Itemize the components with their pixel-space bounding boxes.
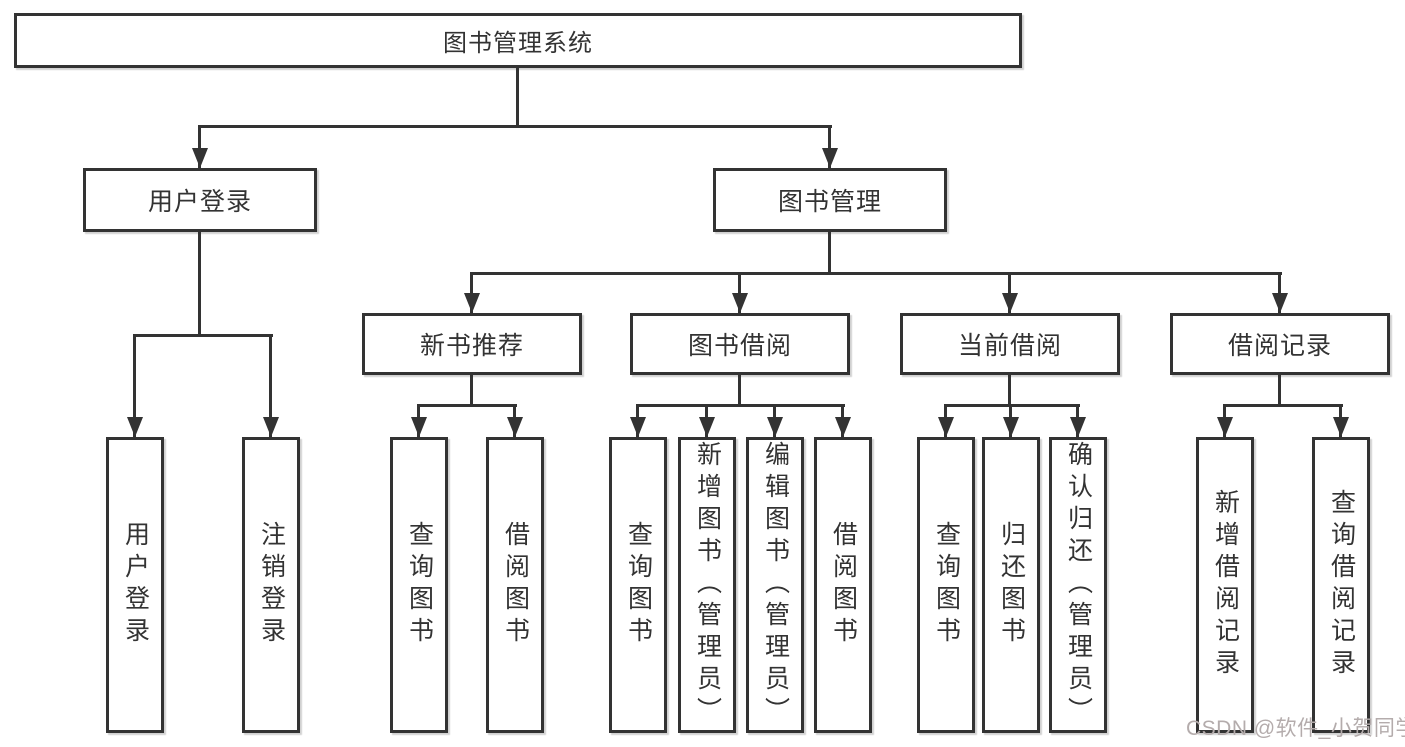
node-query-books: 查询图书 [609, 437, 667, 733]
leaf-label: 查询图书 [624, 521, 653, 649]
node-borrow-books: 借阅图书 [486, 437, 544, 733]
connector-line [1278, 375, 1281, 404]
arrow-down-icon [773, 404, 776, 437]
leaf-label: 注销登录 [257, 521, 286, 649]
leaf-label: 查询借阅记录 [1327, 489, 1356, 681]
arrow-down-icon [513, 404, 516, 437]
leaf-label: 查询图书 [405, 521, 434, 649]
node-query-books: 查询图书 [390, 437, 448, 733]
node-add-borrow-record: 新增借阅记录 [1196, 437, 1254, 733]
node-user-login-leaf: 用户登录 [106, 437, 164, 733]
node-query-books: 查询图书 [917, 437, 975, 733]
arrow-down-icon [417, 404, 420, 437]
connector-line [516, 68, 519, 127]
arrow-down-icon [1008, 272, 1011, 313]
node-query-borrow-record: 查询借阅记录 [1312, 437, 1370, 733]
arrow-down-icon [944, 404, 947, 437]
connector-line [198, 232, 201, 334]
node-logout-leaf: 注销登录 [242, 437, 300, 733]
leaf-label: 确认归还（管理员） [1064, 441, 1093, 729]
node-current-borrow: 当前借阅 [900, 313, 1120, 375]
leaf-label: 新增图书（管理员） [693, 441, 722, 729]
connector-line [636, 404, 845, 407]
leaf-label: 新增借阅记录 [1211, 489, 1240, 681]
node-edit-books-admin: 编辑图书（管理员） [746, 437, 804, 733]
arrow-down-icon [470, 272, 473, 313]
arrow-down-icon [1076, 404, 1079, 437]
connector-line [470, 375, 473, 404]
leaf-label: 归还图书 [997, 521, 1026, 649]
node-borrow-books: 借阅图书 [814, 437, 872, 733]
connector-line [1008, 375, 1011, 404]
node-book-borrow: 图书借阅 [630, 313, 850, 375]
arrow-down-icon [269, 334, 272, 437]
arrow-down-icon [198, 125, 201, 168]
node-borrow-records: 借阅记录 [1170, 313, 1390, 375]
connector-line [470, 272, 1282, 275]
connector-line [1223, 404, 1343, 407]
arrow-down-icon [1278, 272, 1281, 313]
leaf-label: 借阅图书 [501, 521, 530, 649]
connector-line [738, 375, 741, 404]
leaf-label: 用户登录 [121, 521, 150, 649]
node-confirm-return-admin: 确认归还（管理员） [1049, 437, 1107, 733]
arrow-down-icon [1339, 404, 1342, 437]
leaf-label: 借阅图书 [829, 521, 858, 649]
leaf-label: 查询图书 [932, 521, 961, 649]
leaf-label: 编辑图书（管理员） [761, 441, 790, 729]
arrow-down-icon [705, 404, 708, 437]
node-return-books: 归还图书 [982, 437, 1040, 733]
arrow-down-icon [636, 404, 639, 437]
arrow-down-icon [828, 125, 831, 168]
node-new-book-recommend: 新书推荐 [362, 313, 582, 375]
arrow-down-icon [738, 272, 741, 313]
connector-line [828, 232, 831, 272]
csdn-watermark: CSDN @软件_小贺同学 [1186, 717, 1405, 740]
node-book-management: 图书管理 [713, 168, 947, 232]
connector-line [417, 404, 517, 407]
arrow-down-icon [1009, 404, 1012, 437]
node-add-books-admin: 新增图书（管理员） [678, 437, 736, 733]
arrow-down-icon [1223, 404, 1226, 437]
connector-line [133, 334, 273, 337]
node-user-login: 用户登录 [83, 168, 317, 232]
connector-line [944, 404, 1080, 407]
arrow-down-icon [133, 334, 136, 437]
node-library-management-system: 图书管理系统 [14, 13, 1022, 68]
connector-line [198, 125, 832, 128]
arrow-down-icon [841, 404, 844, 437]
